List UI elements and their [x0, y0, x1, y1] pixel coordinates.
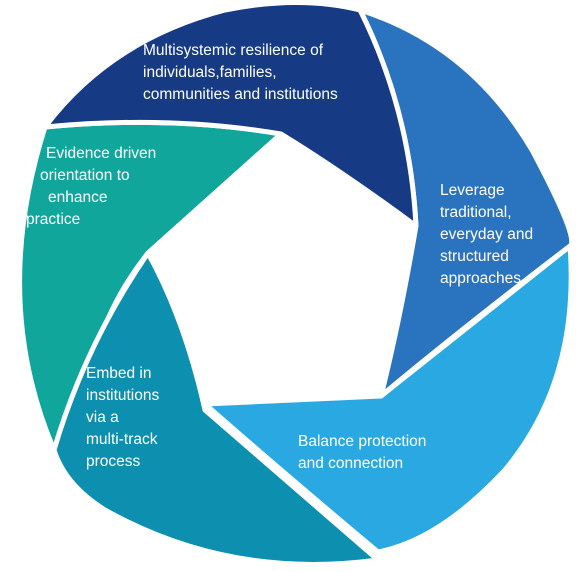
segment-label-multisystemic-resilience: Multisystemic resilience of individuals,…	[143, 40, 338, 106]
label-line: approaches	[440, 270, 522, 287]
segment-label-evidence-driven: Evidence driven orientation to enhance p…	[26, 143, 156, 231]
segment-label-embed-institutions: Embed in institutions via a multi-track …	[86, 363, 159, 473]
label-line: Multisystemic resilience of	[143, 42, 324, 59]
label-line: enhance	[48, 189, 108, 206]
label-line: communities and institutions	[143, 86, 338, 103]
label-line: individuals,families,	[143, 64, 277, 81]
label-line: via a	[86, 409, 119, 426]
label-line: traditional,	[440, 204, 512, 221]
segment-label-balance-protection: Balance protection and connection	[298, 431, 426, 475]
label-line: Evidence driven	[46, 145, 157, 162]
label-line: Balance protection	[298, 433, 427, 450]
label-line: everyday and	[440, 226, 534, 243]
label-line: practice	[26, 211, 81, 228]
label-line: structured	[440, 248, 509, 265]
segment-balance-protection	[202, 243, 574, 555]
label-line: Embed in	[86, 365, 152, 382]
label-line: institutions	[86, 387, 160, 404]
segment-label-leverage-approaches: Leverage traditional, everyday and struc…	[440, 180, 533, 290]
segment-multisystemic-resilience	[42, 0, 419, 229]
label-line: multi-track	[86, 431, 158, 448]
label-line: orientation to	[40, 167, 130, 184]
label-line: and connection	[298, 455, 404, 472]
label-line: Leverage	[440, 182, 505, 199]
segment-embed-institutions	[51, 250, 381, 567]
label-line: process	[86, 453, 141, 470]
